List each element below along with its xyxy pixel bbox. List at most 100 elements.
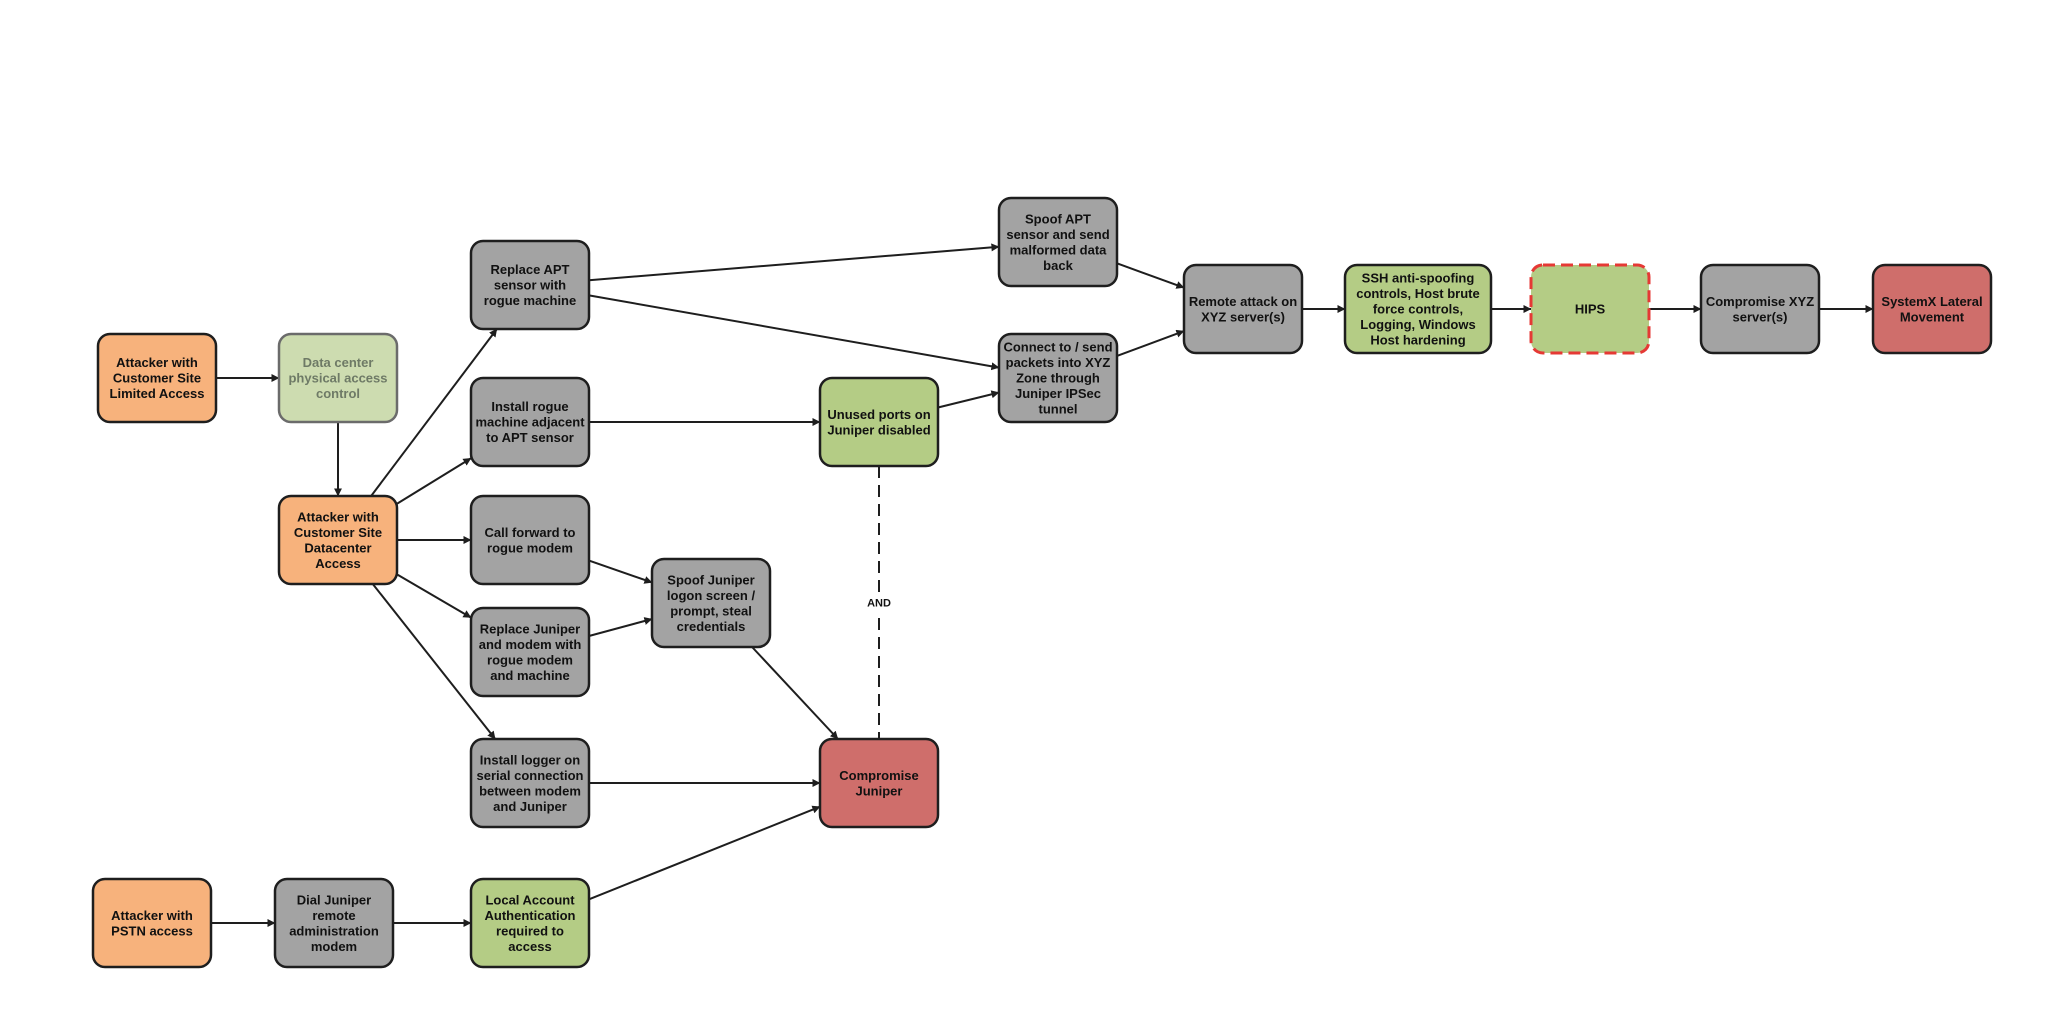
node-label-line: between modem	[479, 783, 581, 798]
node-label-line: Access	[315, 556, 361, 571]
node-label-line: prompt, steal	[670, 603, 752, 618]
node-label-line: Remote attack on	[1189, 294, 1297, 309]
node-label-line: SSH anti-spoofing	[1362, 271, 1475, 286]
edge-spoof-juniper-to-compromise-juniper	[751, 646, 839, 740]
node-label-line: Datacenter	[304, 540, 371, 555]
node-label-line: Authentication	[485, 908, 576, 923]
edge-spoof-apt-to-remote-attack	[1116, 262, 1185, 289]
node-label-line: access	[508, 939, 551, 954]
node-label-line: Juniper	[856, 783, 903, 798]
node-label-line: physical access	[288, 371, 387, 386]
node-label-line: Data center	[303, 355, 374, 370]
node-box	[818, 737, 940, 829]
node-box	[469, 877, 591, 969]
node-label-line: controls, Host brute	[1356, 286, 1480, 301]
node-label-line: Juniper disabled	[827, 422, 930, 437]
node-label-line: sensor and send	[1006, 227, 1109, 242]
node-box	[469, 494, 591, 586]
edge-replace-juniper-to-spoof-juniper	[588, 617, 653, 637]
node-label-line: Spoof APT	[1025, 211, 1091, 226]
node-box	[277, 494, 399, 586]
node-label-line: machine adjacent	[475, 415, 585, 430]
node-label-line: Compromise XYZ	[1706, 294, 1814, 309]
node-label-line: Install logger on	[480, 752, 580, 767]
node-label-line: Unused ports on	[827, 407, 930, 422]
node-label-line: Local Account	[485, 892, 575, 907]
node-label-line: credentials	[677, 619, 746, 634]
node-box	[650, 557, 772, 649]
edge-dc-access-to-replace-apt	[370, 328, 498, 497]
node-label-line: Movement	[1900, 309, 1965, 324]
node-label-line: sensor with	[494, 278, 566, 293]
node-box	[469, 239, 591, 331]
node-label-line: administration	[289, 923, 379, 938]
node-label-line: and Juniper	[493, 799, 567, 814]
edge-unused-ports-to-connect-send	[937, 390, 1000, 409]
node-box	[997, 332, 1119, 424]
node-label-line: Replace Juniper	[480, 621, 580, 636]
node-label-line: Customer Site	[113, 371, 201, 386]
edge-dc-access-to-install-logger	[371, 583, 497, 740]
node-label-line: Call forward to	[484, 525, 575, 540]
node-label-line: back	[1043, 258, 1073, 273]
node-box	[91, 877, 213, 969]
node-label-line: XYZ server(s)	[1201, 309, 1285, 324]
node-box	[277, 332, 399, 424]
node-label-line: rogue modem	[487, 652, 573, 667]
node-box	[273, 877, 395, 969]
node-label-line: and modem with	[479, 637, 582, 652]
node-label-line: Replace APT	[491, 262, 570, 277]
node-label-line: rogue machine	[484, 293, 576, 308]
node-label-line: HIPS	[1575, 302, 1606, 317]
node-label-line: Attacker with	[116, 355, 198, 370]
edge-label-and: AND	[867, 598, 891, 610]
node-label-line: modem	[311, 939, 357, 954]
node-label-line: required to	[496, 923, 564, 938]
node-label-line: malformed data	[1010, 242, 1108, 257]
node-label-line: Juniper IPSec	[1015, 386, 1101, 401]
node-label-line: force controls,	[1373, 302, 1463, 317]
node-label-line: remote	[312, 908, 355, 923]
node-label-line: Host hardening	[1370, 333, 1465, 348]
edge-label-background	[865, 593, 893, 612]
node-label-line: Logging, Windows	[1360, 317, 1475, 332]
node-label-line: and machine	[490, 668, 569, 683]
edge-dc-access-to-install-rogue	[396, 457, 472, 505]
node-box	[1699, 263, 1821, 355]
node-box	[997, 196, 1119, 288]
node-box	[1529, 263, 1651, 355]
node-label-line: control	[316, 386, 360, 401]
edge-replace-apt-to-connect-send	[588, 294, 1000, 371]
node-label-line: serial connection	[477, 768, 584, 783]
node-label-line: PSTN access	[111, 923, 193, 938]
node-label-line: logon screen /	[667, 588, 756, 603]
node-label-line: Attacker with	[297, 509, 379, 524]
node-label-line: Limited Access	[110, 386, 205, 401]
node-box	[469, 376, 591, 468]
node-box	[1182, 263, 1304, 355]
node-label-line: server(s)	[1733, 309, 1788, 324]
node-box	[1871, 263, 1993, 355]
node-label-line: Customer Site	[294, 525, 382, 540]
node-label-line: Install rogue	[491, 399, 568, 414]
node-box	[1343, 263, 1493, 355]
